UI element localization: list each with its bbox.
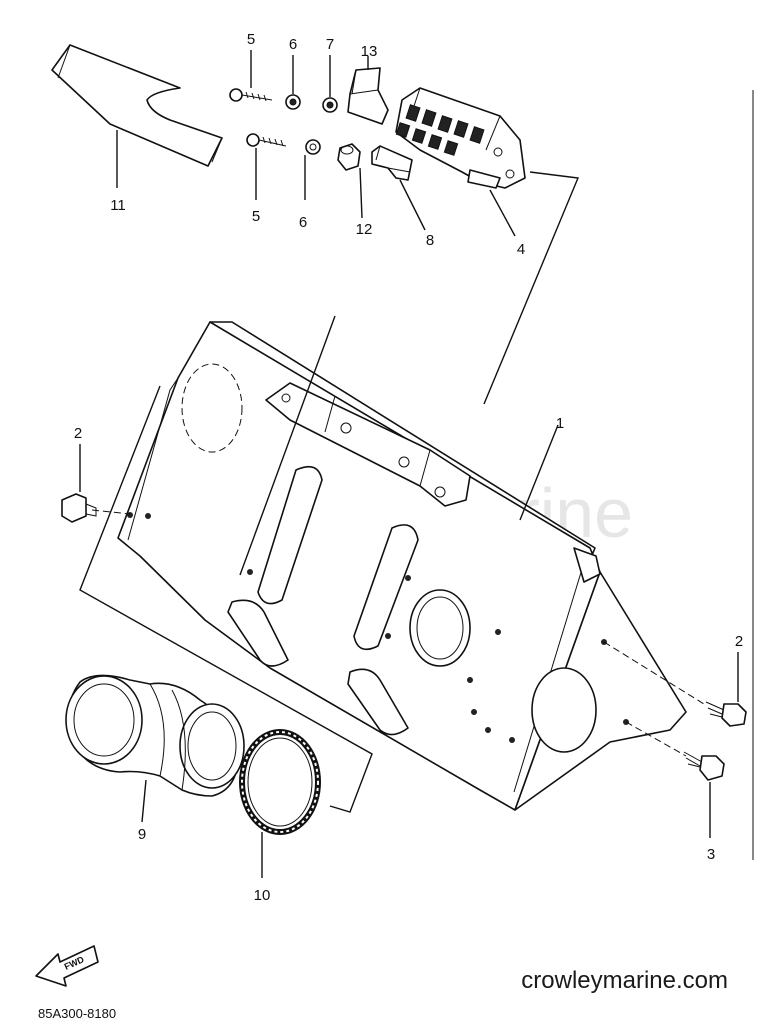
leader-8 bbox=[399, 179, 426, 231]
callout-7: 7 bbox=[326, 36, 334, 53]
callout-13: 13 bbox=[361, 43, 378, 60]
part-1-mounting-plate bbox=[117, 321, 687, 811]
part-12-grommet bbox=[337, 143, 361, 171]
callout-4: 4 bbox=[517, 241, 525, 258]
part-code: 85A300-8180 bbox=[38, 1006, 116, 1021]
part-7-washer bbox=[322, 97, 338, 113]
callout-10: 10 bbox=[254, 887, 271, 904]
part-4-terminal-block bbox=[395, 87, 526, 189]
assembly-line-9-10 bbox=[79, 385, 373, 813]
fwd-arrow-icon: FWD bbox=[35, 945, 99, 987]
leader-1 bbox=[519, 424, 559, 521]
part-9-intake-elbow bbox=[65, 674, 245, 797]
callout-6-top: 6 bbox=[289, 36, 297, 53]
part-8-clamp bbox=[371, 145, 413, 181]
part-5-screw-bottom bbox=[246, 133, 287, 147]
callout-1: 1 bbox=[556, 415, 564, 432]
assembly-line-4 bbox=[483, 171, 579, 405]
leader-4 bbox=[489, 189, 516, 237]
callout-2-right: 2 bbox=[735, 633, 743, 650]
assembly-line-2-left bbox=[91, 509, 131, 515]
part-10-gasket bbox=[239, 729, 321, 835]
assembly-line-12 bbox=[239, 315, 336, 576]
callout-5-top: 5 bbox=[247, 31, 255, 48]
callout-8: 8 bbox=[426, 232, 434, 249]
callout-9: 9 bbox=[138, 826, 146, 843]
part-6-nut-top bbox=[285, 94, 301, 110]
part-2-bolt-right bbox=[705, 701, 747, 727]
leader-9 bbox=[141, 779, 147, 823]
part-3-bolt bbox=[683, 751, 725, 781]
site-url: crowleymarine.com bbox=[521, 967, 728, 994]
part-2-bolt-left bbox=[61, 493, 97, 523]
part-11-cover bbox=[51, 44, 223, 167]
callout-6-bottom: 6 bbox=[299, 214, 307, 231]
callout-2-left: 2 bbox=[74, 425, 82, 442]
callout-5-bottom: 5 bbox=[252, 208, 260, 225]
leader-12 bbox=[359, 167, 363, 219]
assembly-line-2-right bbox=[603, 641, 705, 705]
callout-11: 11 bbox=[110, 197, 126, 214]
part-6-nut-bottom bbox=[305, 139, 321, 155]
callout-3: 3 bbox=[707, 846, 715, 863]
part-5-screw-top bbox=[229, 88, 273, 102]
callout-12: 12 bbox=[356, 221, 373, 238]
part-13-clip bbox=[347, 67, 389, 125]
assembly-line-3 bbox=[625, 721, 687, 757]
